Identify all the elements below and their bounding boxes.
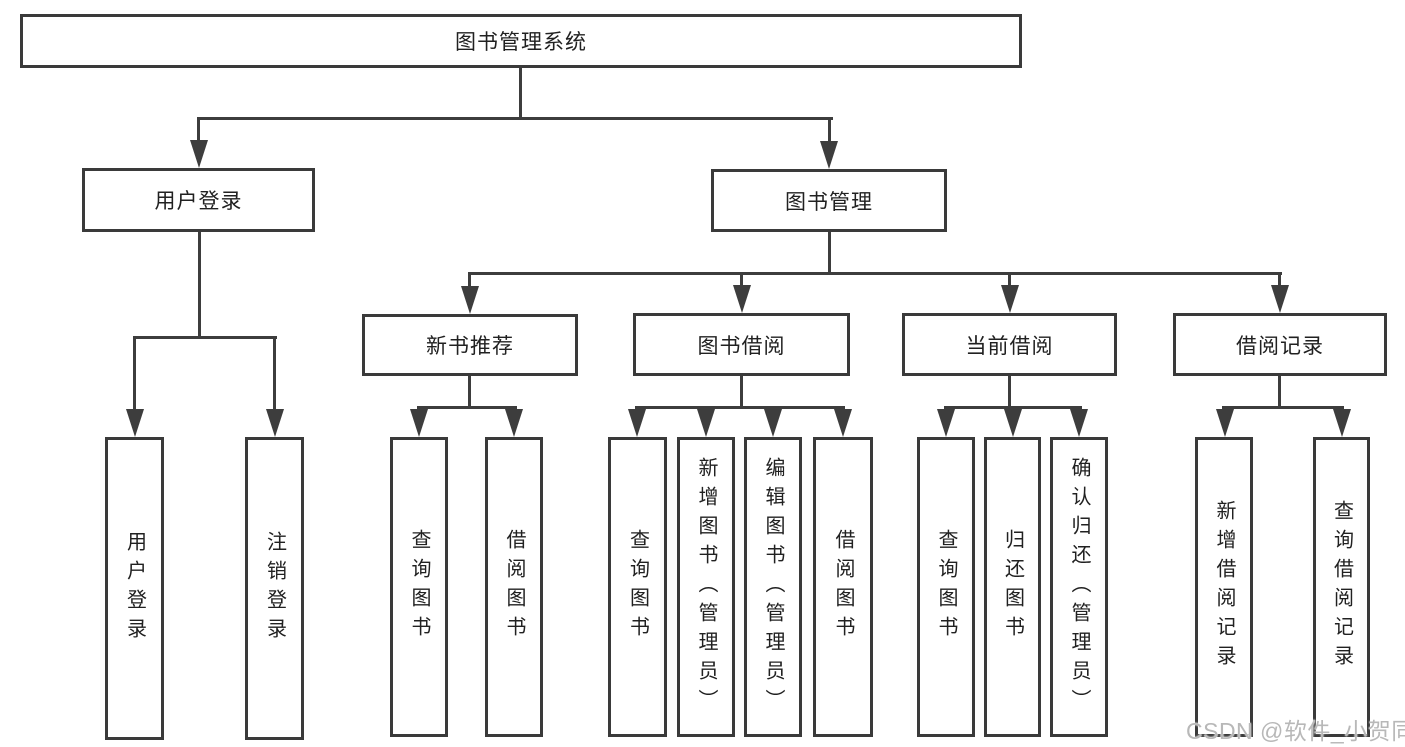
node-user-login-label: 用户登录 xyxy=(154,190,243,213)
node-current-borrow-label: 当前借阅 xyxy=(965,334,1054,358)
node-new-book-recommend-label: 新书推荐 xyxy=(426,335,514,358)
arrow-down-icon xyxy=(1004,409,1022,437)
node-book-management-label: 图书管理 xyxy=(785,190,873,214)
connector-line xyxy=(1008,376,1011,409)
leaf-borrow-book: 借阅图书 xyxy=(813,437,873,737)
connector-line xyxy=(133,336,277,339)
leaf-confirm-return-admin: 确认归还（管理员） xyxy=(1050,437,1108,737)
connector-line xyxy=(468,272,1282,275)
leaf-edit-book-admin-label: 编辑图书（管理员） xyxy=(762,456,784,718)
leaf-return-book-label: 归还图书 xyxy=(1001,529,1024,645)
connector-line xyxy=(197,117,200,144)
arrow-down-icon xyxy=(937,409,955,437)
leaf-borrow-book-label: 借阅图书 xyxy=(832,529,854,645)
node-current-borrow: 当前借阅 xyxy=(902,313,1117,376)
arrow-down-icon xyxy=(764,409,782,437)
leaf-query-borrow-record: 查询借阅记录 xyxy=(1313,437,1370,737)
leaf-query-book-recommend-label: 查询图书 xyxy=(408,529,430,645)
node-borrow-record: 借阅记录 xyxy=(1173,313,1387,376)
leaf-add-book-admin-label: 新增图书（管理员） xyxy=(695,456,717,718)
leaf-user-login-label: 用户登录 xyxy=(123,530,146,647)
leaf-edit-book-admin: 编辑图书（管理员） xyxy=(744,437,802,737)
connector-line xyxy=(740,375,743,409)
connector-line xyxy=(1008,272,1011,288)
leaf-query-book-recommend: 查询图书 xyxy=(390,437,448,737)
arrow-down-icon xyxy=(1070,409,1088,437)
leaf-add-borrow-record-label: 新增借阅记录 xyxy=(1213,500,1235,674)
connector-line xyxy=(635,406,845,409)
node-root: 图书管理系统 xyxy=(20,14,1022,68)
node-book-borrow-label: 图书借阅 xyxy=(697,334,786,358)
connector-line xyxy=(133,336,136,411)
arrow-down-icon xyxy=(266,409,284,437)
connector-line xyxy=(198,232,201,339)
leaf-logout-login: 注销登录 xyxy=(245,437,304,740)
node-user-login: 用户登录 xyxy=(82,168,315,232)
arrow-down-icon xyxy=(1271,285,1289,313)
arrow-down-icon xyxy=(697,409,715,437)
connector-line xyxy=(468,272,471,288)
leaf-confirm-return-admin-label: 确认归还（管理员） xyxy=(1068,456,1090,718)
connector-line xyxy=(417,406,517,409)
arrow-down-icon xyxy=(1333,409,1351,437)
arrow-down-icon xyxy=(834,409,852,437)
leaf-query-book-current: 查询图书 xyxy=(917,437,975,737)
arrow-down-icon xyxy=(410,409,428,437)
arrow-down-icon xyxy=(1001,285,1019,313)
leaf-query-book-current-label: 查询图书 xyxy=(935,529,957,645)
leaf-user-login: 用户登录 xyxy=(105,437,164,740)
leaf-query-book-borrow: 查询图书 xyxy=(608,437,667,737)
leaf-return-book: 归还图书 xyxy=(984,437,1041,737)
arrow-down-icon xyxy=(190,140,208,168)
connector-line xyxy=(828,117,831,144)
connector-line xyxy=(740,272,743,288)
connector-line xyxy=(944,406,1082,409)
connector-line xyxy=(1278,272,1281,288)
arrow-down-icon xyxy=(1216,409,1234,437)
leaf-borrow-book-recommend: 借阅图书 xyxy=(485,437,543,737)
leaf-logout-login-label: 注销登录 xyxy=(263,530,286,647)
connector-line xyxy=(197,117,833,120)
node-book-borrow: 图书借阅 xyxy=(633,313,850,376)
leaf-query-borrow-record-label: 查询借阅记录 xyxy=(1330,500,1353,674)
arrow-down-icon xyxy=(461,286,479,314)
node-book-management: 图书管理 xyxy=(711,169,947,232)
connector-line xyxy=(1222,406,1344,409)
leaf-borrow-book-recommend-label: 借阅图书 xyxy=(503,529,525,645)
node-borrow-record-label: 借阅记录 xyxy=(1236,334,1324,358)
connector-line xyxy=(828,232,831,275)
arrow-down-icon xyxy=(733,285,751,313)
leaf-add-borrow-record: 新增借阅记录 xyxy=(1195,437,1253,737)
leaf-add-book-admin: 新增图书（管理员） xyxy=(677,437,735,737)
node-new-book-recommend: 新书推荐 xyxy=(362,314,578,376)
connector-line xyxy=(1278,376,1281,409)
connector-line xyxy=(519,68,522,120)
node-root-label: 图书管理系统 xyxy=(455,31,587,54)
connector-line xyxy=(468,375,471,409)
arrow-down-icon xyxy=(820,141,838,169)
watermark: CSDN @软件_小贺同学 xyxy=(1186,718,1405,744)
arrow-down-icon xyxy=(126,409,144,437)
arrow-down-icon xyxy=(628,409,646,437)
arrow-down-icon xyxy=(505,409,523,437)
connector-line xyxy=(273,336,276,411)
leaf-query-book-borrow-label: 查询图书 xyxy=(626,529,649,645)
